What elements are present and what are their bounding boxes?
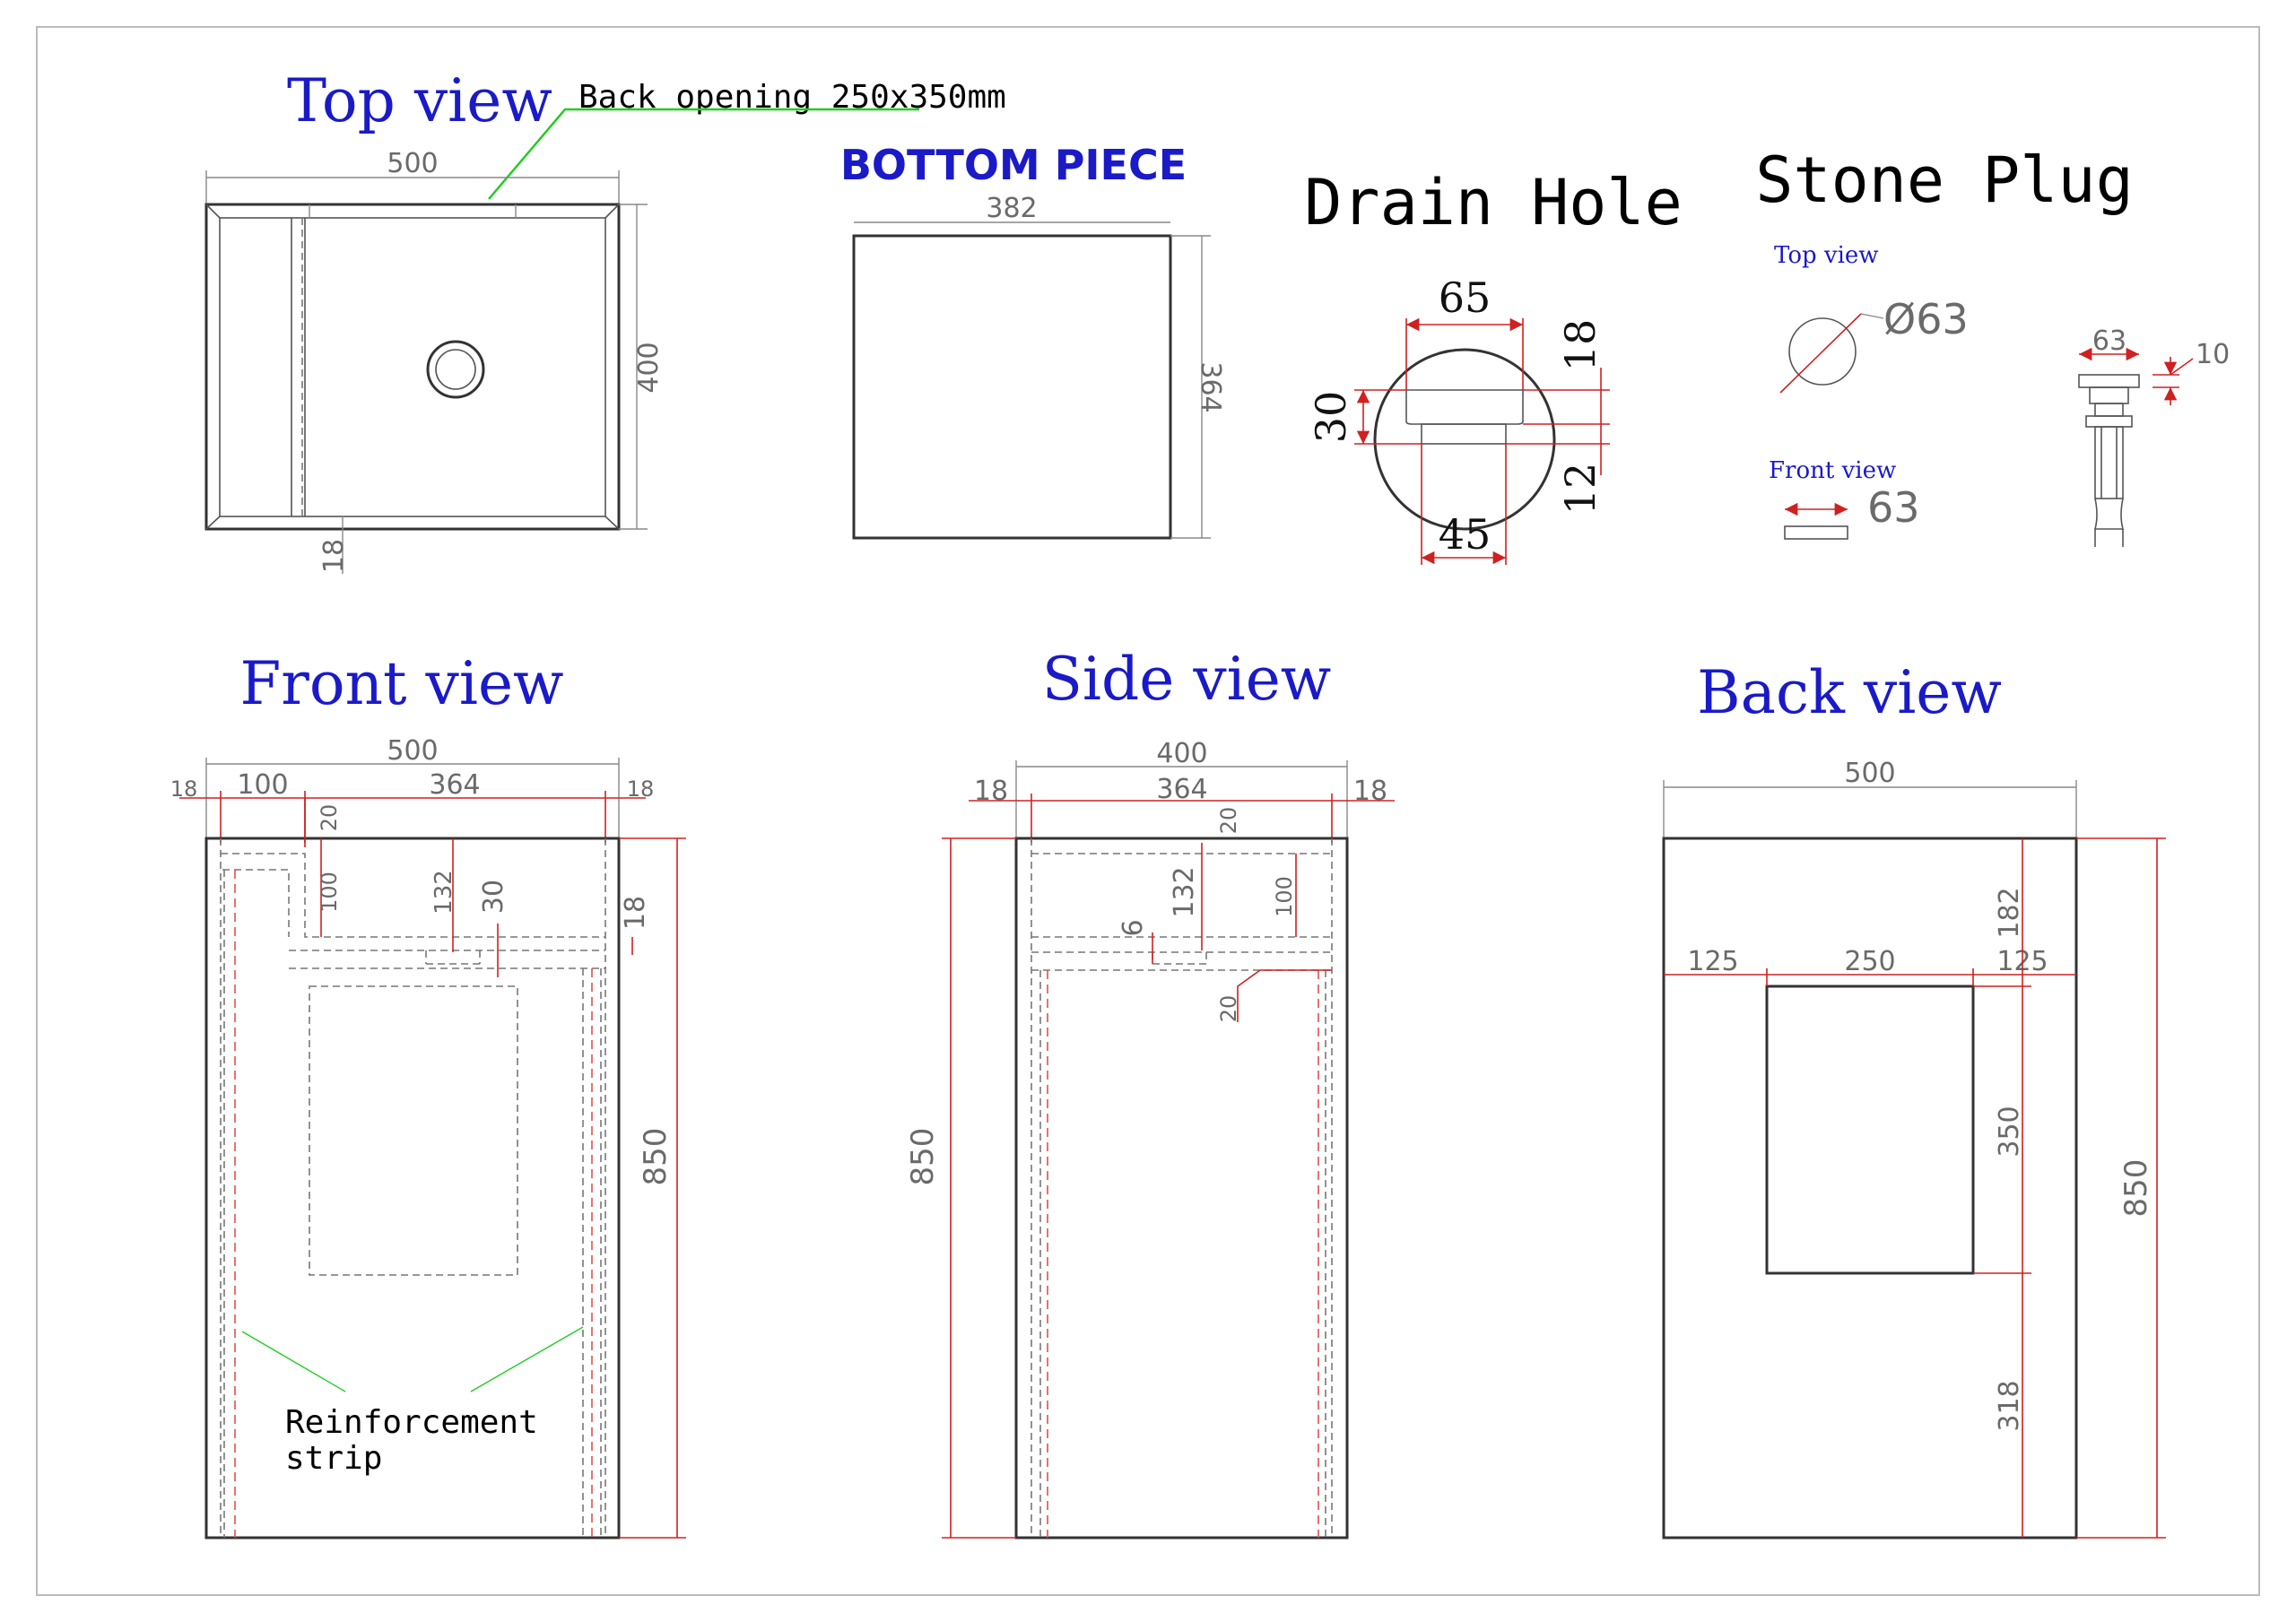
top-view: Top view Back opening 250x350mm 500 400 … [204,66,1006,574]
top-drain-circle-outer [426,340,485,399]
top-outline [204,203,621,531]
back-opening [1765,984,1975,1275]
side-left-wall-dim: 18 [974,776,1008,807]
stone-plug-title: Stone Plug [1755,143,2133,217]
front-132-dim: 132 [430,870,457,915]
plug-front-dim: 63 [1867,483,1920,532]
top-drain-circle-inner [435,349,476,390]
back-250-dim: 250 [1844,946,1895,977]
back-125a-dim: 125 [1687,946,1738,977]
plug-top-view-label: Top view [1774,242,1879,269]
front-30-dim: 30 [478,880,509,914]
drain-hole-circle [1373,348,1556,531]
side-20b-dim: 20 [1216,995,1241,1023]
back-outline [1662,837,2078,1540]
back-318-dim: 318 [1994,1380,2025,1431]
side-100-dim: 100 [1272,876,1297,917]
bottom-piece-outline [852,234,1172,540]
side-height-dim: 850 [905,1128,941,1186]
bottom-piece-title: BOTTOM PIECE [840,141,1187,189]
bottom-width-dim: 382 [986,193,1037,224]
back-350-dim: 350 [1994,1106,2025,1157]
bottom-piece: BOTTOM PIECE 382 364 [840,141,1226,540]
drain-hole: Drain Hole 65 45 30 18 12 [1304,166,1683,565]
drain-bottom-dim: 45 [1439,510,1492,559]
side-6-dim: 6 [1118,919,1149,936]
front-outline [204,837,621,1540]
reinforcement-note-line1: Reinforcement [285,1404,538,1441]
back-height-dim: 850 [2118,1159,2154,1218]
side-inner-dim: 364 [1156,774,1207,805]
front-right-wall-dim: 18 [627,776,655,802]
side-view-title: Side view [1042,645,1332,714]
back-view-title: Back view [1697,658,2002,727]
front-height-dim: 850 [638,1128,674,1186]
side-right-wall-dim: 18 [1353,776,1387,807]
plug-side-elevation: 63 10 [2078,325,2230,547]
plug-top-circle [1788,317,1857,386]
drain-height-dim: 30 [1307,391,1355,444]
front-20-dim: 20 [317,804,342,832]
top-view-title: Top view [287,66,552,135]
back-182-dim: 182 [1994,887,2025,938]
top-width-dim: 500 [387,148,438,179]
front-view: Front view 500 18 100 364 18 20 [170,649,686,1540]
plug-side-height-dim: 10 [2196,339,2230,370]
plug-side-width-dim: 63 [2092,325,2126,357]
back-view: Back view 500 125 250 125 182 350 318 85… [1662,658,2166,1540]
bottom-depth-dim: 364 [1195,361,1226,412]
top-wall-dim: 18 [318,539,350,573]
front-inner-dim: 364 [429,769,480,801]
back-opening-leader [488,108,919,200]
front-width-dim: 500 [387,735,438,767]
drain-top-dim: 65 [1439,273,1492,322]
front-left-wall-dim: 18 [170,776,198,802]
front-shelf-dim: 100 [237,769,288,801]
side-view: Side view 400 18 364 18 20 132 100 6 20 [905,645,1395,1540]
plug-front-shape [1784,525,1848,540]
front-100-dim: 100 [317,872,342,913]
side-20-dim: 20 [1216,807,1241,835]
front-view-title: Front view [239,649,563,718]
front-18-dim: 18 [620,896,651,930]
stone-plug: Stone Plug Top view Ø63 Front view 63 63 [1755,143,2230,547]
plug-diameter-dim: Ø63 [1883,295,1969,343]
side-132-dim: 132 [1169,866,1200,917]
side-outline [1014,837,1349,1540]
back-width-dim: 500 [1844,758,1895,789]
top-depth-dim: 400 [633,342,665,393]
plug-front-view-label: Front view [1769,457,1896,484]
reinforcement-note-line2: strip [285,1440,382,1477]
side-width-dim: 400 [1156,738,1207,769]
drain-upper-dim: 18 [1556,319,1605,372]
sheet-border [36,26,2260,1596]
drain-hole-title: Drain Hole [1304,166,1682,239]
drain-lower-dim: 12 [1556,463,1605,516]
